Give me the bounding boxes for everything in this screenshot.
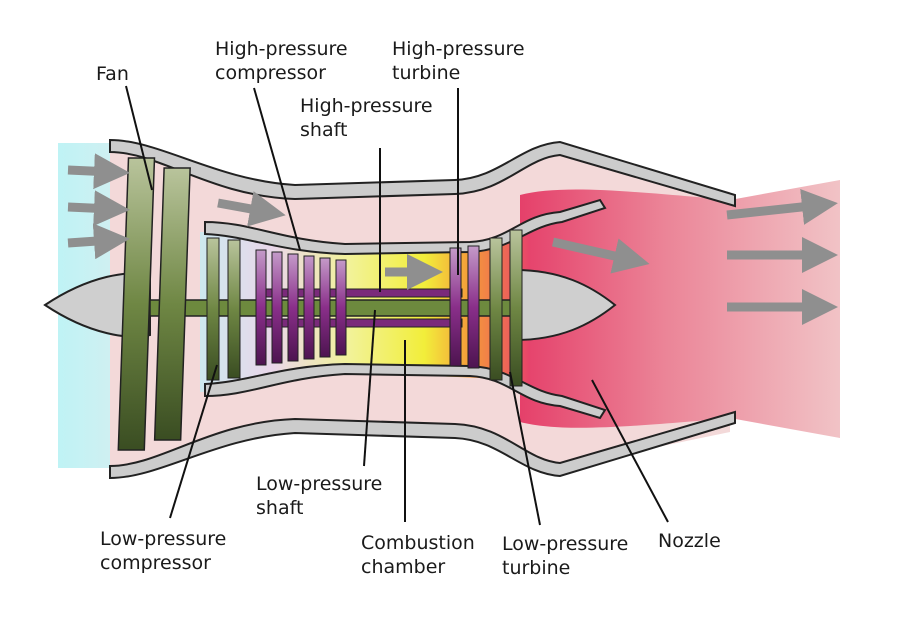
nacelle-bottom <box>109 410 736 480</box>
label-low-pressure-shaft: Low-pressure shaft <box>256 473 388 519</box>
hp-turbine-blades <box>449 245 480 369</box>
leader-fan <box>125 85 153 191</box>
lp-compressor-blades <box>206 237 241 381</box>
leader-nozzle <box>591 379 669 523</box>
lp-compressor-blade-2 <box>227 239 241 379</box>
hp-compressor-blade-6 <box>335 259 347 356</box>
bypass-arrow <box>217 191 286 227</box>
core-casing-bottom <box>204 362 607 420</box>
intake-arrow-1 <box>67 153 130 190</box>
lp-compressor-blade-1 <box>206 237 220 381</box>
label-high-pressure-shaft: High-pressure shaft <box>300 95 439 141</box>
exhaust-arrow-1 <box>552 237 650 274</box>
lp-turbine-blade-2 <box>509 229 523 387</box>
hp-compressor-blade-2 <box>271 251 283 364</box>
leader-lp-turbine <box>509 371 541 526</box>
hp-compressor-blades <box>255 249 347 366</box>
label-low-pressure-turbine: Low-pressure turbine <box>502 533 634 579</box>
label-nozzle: Nozzle <box>658 530 721 552</box>
intake-arrow-3 <box>67 223 130 260</box>
intake-arrow-2 <box>67 190 130 227</box>
exhaust-plume <box>520 180 840 438</box>
nacelle-top <box>109 138 736 208</box>
label-fan: Fan <box>96 63 129 85</box>
hp-compressor-blade-4 <box>303 255 315 360</box>
label-high-pressure-turbine: High-pressure turbine <box>392 38 531 84</box>
fan-blade-2 <box>153 167 191 441</box>
labels: Fan High-pressure compressor High-pressu… <box>96 38 721 579</box>
label-low-pressure-compressor: Low-pressure compressor <box>100 528 232 574</box>
exhaust-arrow-2 <box>726 189 838 225</box>
leader-lp-compressor <box>169 364 218 519</box>
leader-hp-compressor <box>253 87 301 251</box>
hp-turbine-blade-2 <box>467 245 480 369</box>
tail-cone <box>514 268 617 342</box>
flow-arrows <box>67 153 838 325</box>
hp-compressor-blade-5 <box>319 257 331 358</box>
label-high-pressure-compressor: High-pressure compressor <box>215 38 354 84</box>
hp-compressor-blade-1 <box>255 249 267 366</box>
leader-lp-shaft <box>363 309 376 467</box>
hp-turbine-blade-1 <box>449 247 462 367</box>
label-combustion-chamber: Combustion chamber <box>361 532 481 578</box>
hp-compressor-blade-3 <box>287 253 299 362</box>
leader-lines <box>125 85 669 526</box>
lp-turbine-blades <box>489 229 523 387</box>
lp-turbine-blade-1 <box>489 237 503 381</box>
core-casing-top <box>204 198 607 256</box>
